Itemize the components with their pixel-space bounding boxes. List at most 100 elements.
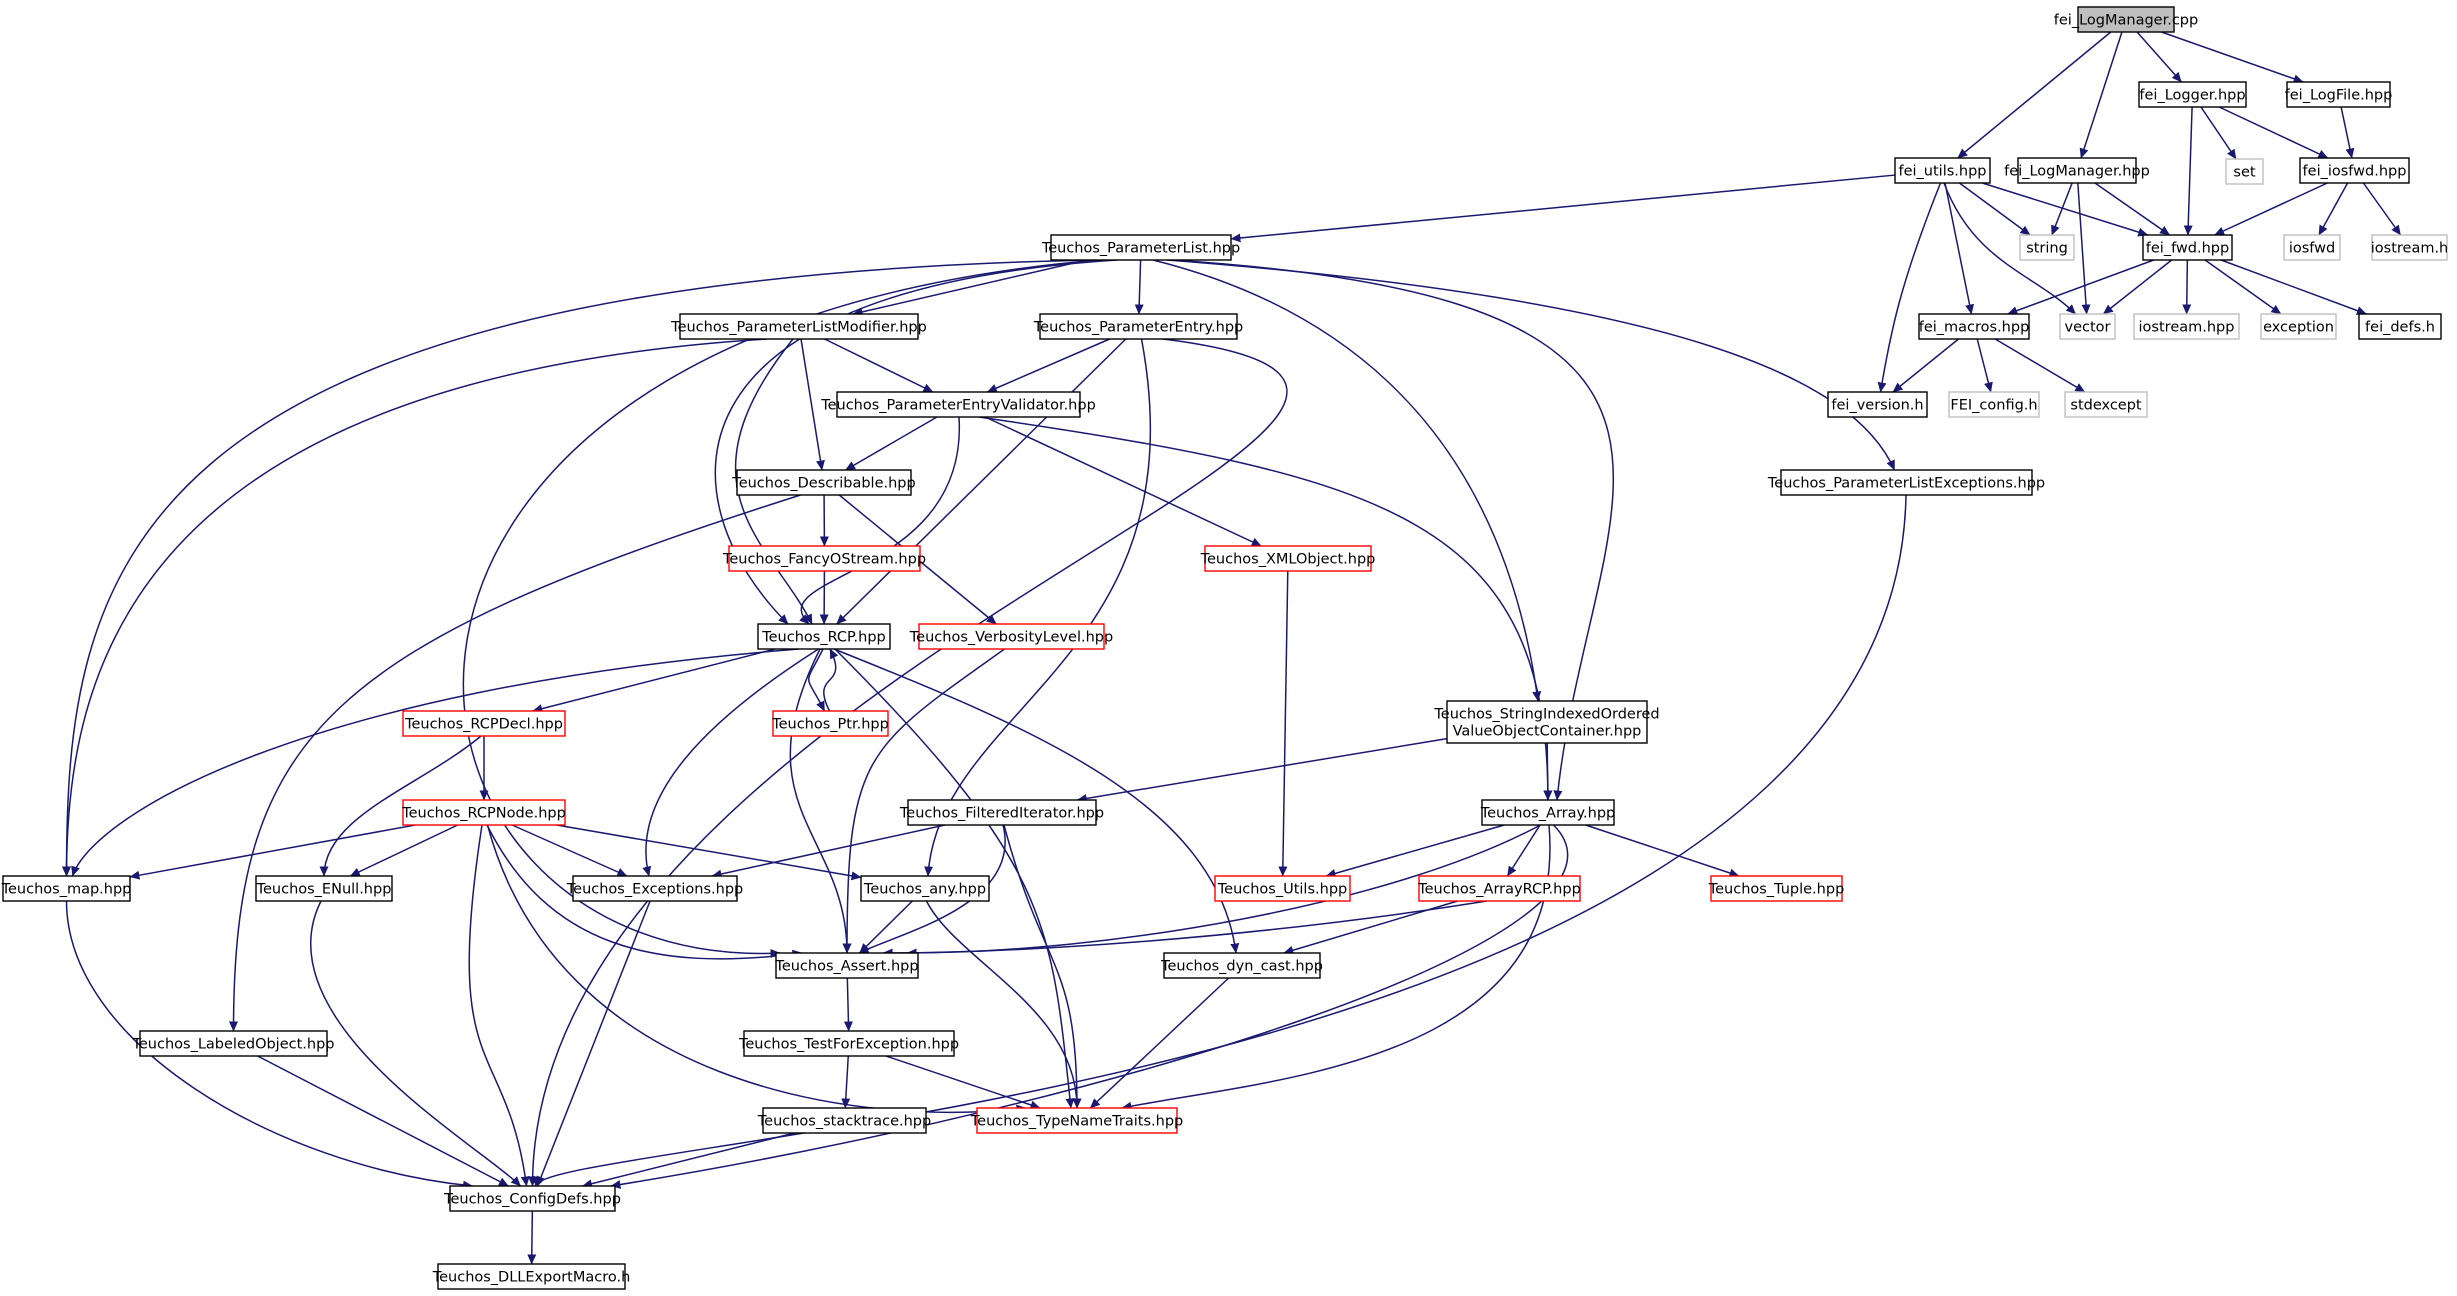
edge-fei_macros-to-fei_version — [1892, 338, 1960, 393]
node-fei_utils[interactable]: fei_utils.hpp — [1894, 157, 1991, 184]
node-label: ValueObjectContainer.hpp — [1453, 724, 1642, 740]
node-label: Teuchos_ParameterList.hpp — [1041, 241, 1240, 257]
node-t_sivoc[interactable]: Teuchos_StringIndexedOrderedValueObjectC… — [1433, 700, 1660, 744]
node-box — [1481, 799, 1615, 826]
edge-t_pentry-to-t_pevalidator — [986, 338, 1110, 393]
node-t_rcp[interactable]: Teuchos_RCP.hpp — [757, 623, 891, 650]
node-box — [2299, 157, 2410, 184]
node-label: exception — [2263, 320, 2334, 336]
node-t_paramlist[interactable]: Teuchos_ParameterList.hpp — [1041, 234, 1240, 261]
node-t_fancyostream[interactable]: Teuchos_FancyOStream.hpp — [722, 545, 926, 572]
edge-fei_fwd-to-fei_defs — [2220, 259, 2367, 315]
node-label: stdexcept — [2070, 398, 2142, 414]
node-label: Teuchos_RCPDecl.hpp — [404, 717, 563, 733]
node-label: Teuchos_RCPNode.hpp — [401, 806, 566, 822]
edge-t_pevalidator-to-t_xmlobject — [984, 416, 1262, 547]
node-box — [2142, 234, 2233, 261]
edge-t_rcpnode-to-t_typename — [486, 824, 1027, 1114]
node-label: Teuchos_FilteredIterator.hpp — [899, 806, 1104, 822]
node-label: Teuchos_RCP.hpp — [761, 630, 886, 646]
nodes-layer: fei_LogManager.cpp fei_utils.hpp fei_LogMa… — [1, 6, 2449, 1290]
node-label: Teuchos_VerbosityLevel.hpp — [909, 630, 1113, 646]
node-label: FEI_config.h — [1950, 398, 2037, 414]
node-t_pentry[interactable]: Teuchos_ParameterEntry.hpp — [1033, 313, 1244, 340]
edge-t_ptr-to-t_rcp — [823, 648, 839, 712]
node-label: Teuchos_dyn_cast.hpp — [1160, 959, 1323, 975]
node-t_xmlobject[interactable]: Teuchos_XMLObject.hpp — [1200, 545, 1376, 572]
node-fei_logmanager_hpp[interactable]: fei_LogManager.hpp — [2004, 157, 2150, 184]
edge-t_paramlist-to-t_plexceptions — [1166, 259, 1896, 471]
node-fei_version[interactable]: fei_version.h — [1827, 391, 1928, 418]
node-t_filtered[interactable]: Teuchos_FilteredIterator.hpp — [899, 799, 1104, 826]
node-label: fei_version.h — [1831, 398, 1923, 414]
node-label: Teuchos_ArrayRCP.hpp — [1417, 882, 1581, 898]
edges-layer — [62, 31, 2402, 1265]
node-fei_fwd[interactable]: fei_fwd.hpp — [2142, 234, 2233, 261]
edge-t_plmodifier-to-t_describable — [800, 338, 825, 471]
node-t_assert[interactable]: Teuchos_Assert.hpp — [774, 952, 919, 979]
node-exception[interactable]: exception — [2260, 313, 2337, 340]
node-fei_iosfwd[interactable]: fei_iosfwd.hpp — [2299, 157, 2410, 184]
node-t_configdefs[interactable]: Teuchos_ConfigDefs.hpp — [443, 1185, 621, 1212]
node-t_pevalidator[interactable]: Teuchos_ParameterEntryValidator.hpp — [820, 391, 1096, 418]
node-iosfwd[interactable]: iosfwd — [2283, 234, 2341, 261]
node-box — [1163, 952, 1321, 979]
node-label: Teuchos_LabeledObject.hpp — [131, 1037, 334, 1053]
node-t_labeled[interactable]: Teuchos_LabeledObject.hpp — [131, 1030, 335, 1057]
node-fei_defs[interactable]: fei_defs.h — [2358, 313, 2442, 340]
node-t_exceptions[interactable]: Teuchos_Exceptions.hpp — [566, 875, 743, 902]
node-t_enull[interactable]: Teuchos_ENull.hpp — [255, 875, 393, 902]
node-t_plexceptions[interactable]: Teuchos_ParameterListExceptions.hpp — [1767, 469, 2045, 496]
edge-t_rcpnode-to-t_exceptions — [511, 824, 628, 877]
node-box — [736, 469, 912, 496]
node-string[interactable]: string — [2019, 234, 2075, 261]
edge-t_rcpnode-to-t_assert — [486, 824, 803, 960]
node-t_utils[interactable]: Teuchos_Utils.hpp — [1214, 875, 1351, 902]
edge-t_filtered-to-t_assert — [858, 824, 1006, 954]
node-fei_config[interactable]: FEI_config.h — [1948, 391, 2040, 418]
node-t_testforexc[interactable]: Teuchos_TestForException.hpp — [738, 1030, 959, 1057]
node-label: Teuchos_TestForException.hpp — [738, 1037, 959, 1053]
node-box — [2260, 313, 2337, 340]
node-iostream_h[interactable]: iostream.h — [2371, 234, 2449, 261]
node-t_tuple[interactable]: Teuchos_Tuple.hpp — [1708, 875, 1845, 902]
node-label: Teuchos_ParameterListModifier.hpp — [670, 320, 927, 336]
node-fei_macros[interactable]: fei_macros.hpp — [1918, 313, 2030, 340]
node-box — [679, 313, 919, 340]
node-stdexcept[interactable]: stdexcept — [2064, 391, 2148, 418]
edge-t_rcpdecl-to-t_enull — [319, 735, 482, 877]
node-t_describable[interactable]: Teuchos_Describable.hpp — [731, 469, 916, 496]
node-box — [1446, 700, 1648, 744]
node-t_arrayrcp[interactable]: Teuchos_ArrayRCP.hpp — [1417, 875, 1581, 902]
node-label: Teuchos_map.hpp — [1, 882, 132, 898]
node-t_ptr[interactable]: Teuchos_Ptr.hpp — [771, 710, 889, 737]
edge-t_configdefs-to-t_dllexport — [527, 1210, 537, 1265]
node-t_rcpnode[interactable]: Teuchos_RCPNode.hpp — [401, 799, 566, 826]
node-t_dllexport[interactable]: Teuchos_DLLExportMacro.h — [432, 1263, 631, 1290]
node-set[interactable]: set — [2225, 158, 2264, 185]
node-fei_logmanager_cpp[interactable]: fei_LogManager.cpp — [2054, 6, 2198, 33]
node-vector[interactable]: vector — [2059, 313, 2116, 340]
node-t_plmodifier[interactable]: Teuchos_ParameterListModifier.hpp — [670, 313, 927, 340]
node-t_dyncast[interactable]: Teuchos_dyn_cast.hpp — [1160, 952, 1323, 979]
node-t_any[interactable]: Teuchos_any.hpp — [860, 875, 990, 902]
node-label: Teuchos_ParameterEntryValidator.hpp — [820, 398, 1096, 414]
node-fei_logfile[interactable]: fei_LogFile.hpp — [2285, 81, 2393, 108]
node-t_array[interactable]: Teuchos_Array.hpp — [1480, 799, 1616, 826]
node-label: Teuchos_ENull.hpp — [256, 882, 392, 898]
node-fei_logger[interactable]: fei_Logger.hpp — [2138, 81, 2247, 108]
node-t_typename[interactable]: Teuchos_TypeNameTraits.hpp — [970, 1107, 1183, 1134]
node-box — [402, 799, 566, 826]
edge-t_paramlist-to-t_pentry — [1134, 259, 1144, 315]
node-t_rcpdecl[interactable]: Teuchos_RCPDecl.hpp — [402, 710, 566, 737]
edge-fei_iosfwd-to-iosfwd — [2318, 182, 2349, 236]
node-label: Teuchos_DLLExportMacro.h — [432, 1270, 631, 1286]
node-label: set — [2233, 165, 2255, 181]
node-label: fei_Logger.hpp — [2139, 88, 2245, 104]
node-t_map[interactable]: Teuchos_map.hpp — [1, 875, 132, 902]
node-t_verbosity[interactable]: Teuchos_VerbosityLevel.hpp — [909, 623, 1113, 650]
node-t_stacktrace[interactable]: Teuchos_stacktrace.hpp — [757, 1107, 931, 1134]
node-box — [572, 875, 738, 902]
node-label: Teuchos_XMLObject.hpp — [1200, 552, 1376, 568]
node-iostream_hpp[interactable]: iostream.hpp — [2133, 313, 2240, 340]
